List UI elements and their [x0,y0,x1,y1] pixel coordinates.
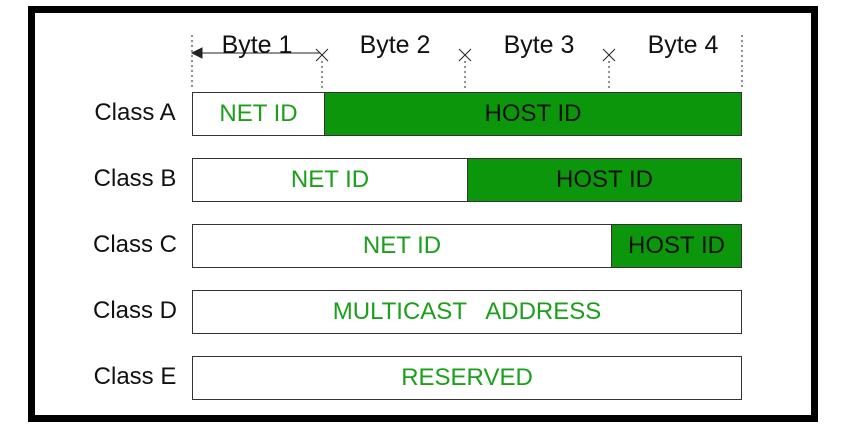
class-e-label: Class E [93,363,177,390]
byte-boundary-marks [190,35,743,89]
class-a-host-id: HOST ID [324,93,741,135]
class-e-reserved: RESERVED [193,357,741,399]
arrow-head-icon [190,47,203,59]
class-d-bar: MULTICAST ADDRESS [192,290,742,334]
byte-2-label: Byte 2 [359,31,431,59]
class-b-host-id: HOST ID [467,159,741,201]
class-d-label: Class D [92,297,177,324]
class-c-bar: NET ID HOST ID [192,224,742,268]
class-c-label: Class C [92,231,177,258]
diagram-frame: Byte 1 Byte 2 Byte 3 Byte 4 Class A NET … [28,6,818,422]
class-b-bar: NET ID HOST ID [192,158,742,202]
byte-1-label: Byte 1 [221,31,293,59]
class-b-net-id: NET ID [193,159,467,201]
class-d-multicast-address: MULTICAST ADDRESS [193,291,741,333]
class-e-bar: RESERVED [192,356,742,400]
class-c-host-id: HOST ID [611,225,741,267]
class-a-net-id: NET ID [193,93,324,135]
class-b-label: Class B [93,165,177,192]
byte-3-label: Byte 3 [503,31,575,59]
class-c-net-id: NET ID [193,225,611,267]
class-a-label: Class A [94,99,176,126]
class-a-bar: NET ID HOST ID [192,92,742,136]
byte-4-label: Byte 4 [647,31,719,59]
